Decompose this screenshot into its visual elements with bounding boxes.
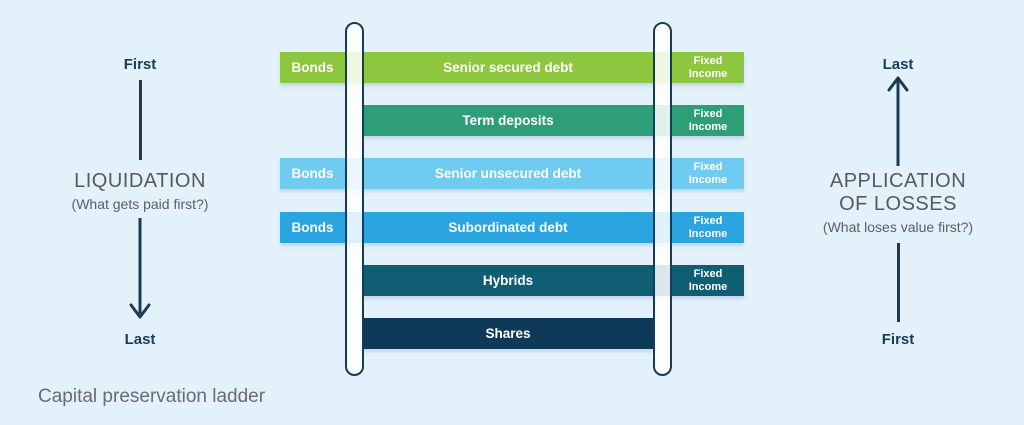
fixed-income-line1: Fixed [693, 268, 723, 280]
fixed-income-line2: Income [688, 173, 728, 186]
losses-line [897, 243, 900, 322]
rung-label: Term deposits [462, 113, 554, 128]
ladder: Bonds Senior secured debt Fixed Income T… [280, 22, 744, 376]
fixed-income-line1: Fixed [693, 161, 723, 173]
rung-label: Senior unsecured debt [434, 166, 582, 181]
ladder-rail-right [653, 22, 672, 376]
diagram-caption: Capital preservation ladder [38, 386, 266, 407]
rung-label: Shares [485, 326, 531, 341]
bonds-tag: Bonds [291, 60, 334, 75]
losses-last-label: Last [882, 56, 914, 73]
losses-first-label: First [881, 331, 915, 348]
fixed-income-line1: Fixed [693, 215, 723, 227]
fixed-income-tag: Fixed Income [672, 212, 744, 243]
liquidation-subtitle: (What gets paid first?) [71, 196, 209, 212]
down-arrow-icon [129, 218, 151, 319]
liquidation-first-label: First [123, 56, 157, 73]
losses-title-line1: APPLICATION [829, 170, 967, 192]
fixed-income-tag: Fixed Income [672, 52, 744, 83]
fixed-income-line2: Income [688, 227, 728, 240]
rung-term-deposits: Term deposits Fixed Income [363, 105, 744, 136]
ladder-rail-left [345, 22, 364, 376]
fixed-income-line2: Income [688, 67, 728, 80]
fixed-income-line2: Income [688, 280, 728, 293]
liquidation-title: LIQUIDATION [74, 170, 206, 192]
rung-label: Hybrids [482, 273, 534, 288]
fixed-income-tag: Fixed Income [672, 105, 744, 136]
fixed-income-line1: Fixed [693, 55, 723, 67]
losses-subtitle: (What loses value first?) [822, 219, 974, 235]
liquidation-line [139, 80, 142, 160]
fixed-income-line1: Fixed [693, 108, 723, 120]
rung-label: Subordinated debt [448, 220, 568, 235]
fixed-income-tag: Fixed Income [672, 158, 744, 189]
losses-title-line2: OF LOSSES [839, 193, 957, 215]
rung-hybrids: Hybrids Fixed Income [363, 265, 744, 296]
fixed-income-line2: Income [688, 120, 728, 133]
fixed-income-tag: Fixed Income [672, 265, 744, 296]
rung-shares: Shares [363, 318, 653, 349]
bonds-tag: Bonds [291, 166, 334, 181]
up-arrow-icon [887, 76, 909, 166]
bonds-tag: Bonds [291, 220, 334, 235]
liquidation-last-label: Last [124, 331, 156, 348]
rung-label: Senior secured debt [443, 60, 573, 75]
